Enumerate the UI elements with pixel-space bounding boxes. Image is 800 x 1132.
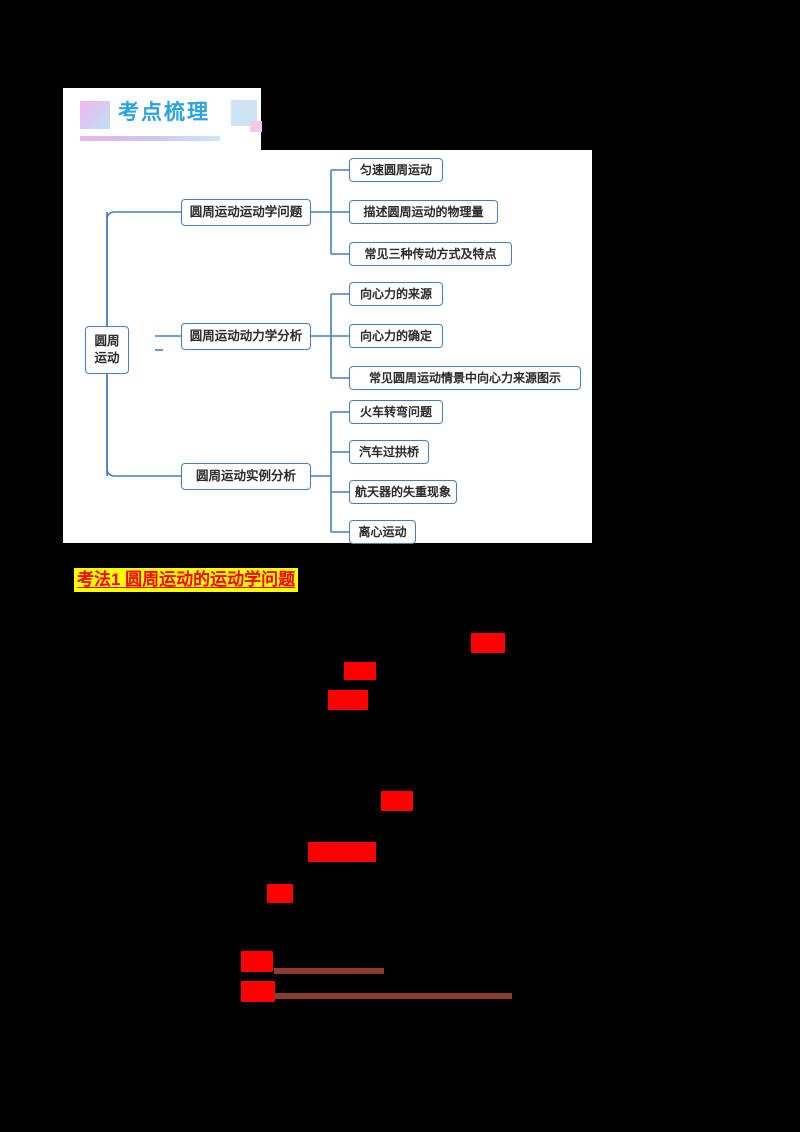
red-annotation-mark bbox=[471, 633, 505, 653]
mindmap-root-node[interactable]: 圆周 运动 bbox=[85, 326, 129, 374]
mindmap-leaf-label: 火车转弯问题 bbox=[359, 404, 432, 419]
mindmap-branch-label: 圆周运动运动学问题 bbox=[189, 204, 303, 219]
mindmap-leaf-label: 描述圆周运动的物理量 bbox=[363, 204, 484, 219]
mindmap-leaf-centripetal-diagrams[interactable]: 常见圆周运动情景中向心力来源图示 bbox=[349, 366, 581, 390]
mindmap-leaf-spacecraft-weightlessness[interactable]: 航天器的失重现象 bbox=[349, 480, 457, 504]
mindmap-leaf-label: 常见圆周运动情景中向心力来源图示 bbox=[368, 370, 561, 385]
mindmap-leaf-car-arch-bridge[interactable]: 汽车过拱桥 bbox=[349, 440, 429, 464]
mindmap-leaf-centripetal-source[interactable]: 向心力的来源 bbox=[349, 282, 443, 306]
decorative-blue-square-icon bbox=[231, 100, 262, 132]
mindmap-panel: 圆周 运动 圆周运动运动学问题 匀速圆周运动 描述圆周运动的物理量 常见三种传动… bbox=[63, 150, 592, 544]
redacted-content-area bbox=[0, 600, 800, 1070]
section-header-band: 考点梳理 bbox=[63, 88, 262, 150]
mindmap-root-label-line1: 圆周 bbox=[94, 334, 120, 349]
red-annotation-mark bbox=[381, 791, 413, 811]
mindmap-leaf-physical-quantities[interactable]: 描述圆周运动的物理量 bbox=[349, 200, 498, 224]
mindmap-leaf-three-transmissions[interactable]: 常见三种传动方式及特点 bbox=[349, 242, 512, 266]
mindmap-branch-label: 圆周运动实例分析 bbox=[195, 468, 296, 483]
red-annotation-mark bbox=[241, 951, 273, 972]
mindmap-leaf-label: 常见三种传动方式及特点 bbox=[364, 246, 497, 261]
mindmap-branch-dynamics[interactable]: 圆周运动动力学分析 bbox=[181, 323, 311, 350]
mindmap-leaf-label: 向心力的来源 bbox=[359, 286, 432, 301]
red-annotation-mark bbox=[241, 981, 275, 1002]
mindmap-leaf-label: 汽车过拱桥 bbox=[358, 444, 419, 459]
mindmap-root-label-line2: 运动 bbox=[94, 351, 120, 365]
mindmap-leaf-label: 离心运动 bbox=[358, 524, 407, 539]
mindmap-leaf-centrifugal-motion[interactable]: 离心运动 bbox=[349, 520, 416, 544]
mindmap-branch-examples[interactable]: 圆周运动实例分析 bbox=[181, 463, 311, 490]
red-annotation-mark bbox=[267, 884, 293, 903]
mindmap-leaf-label: 航天器的失重现象 bbox=[355, 484, 452, 499]
mindmap-leaf-label: 向心力的确定 bbox=[359, 328, 432, 343]
red-annotation-mark bbox=[344, 662, 376, 680]
mindmap-leaf-label: 匀速圆周运动 bbox=[359, 162, 432, 177]
mindmap-leaf-centripetal-determination[interactable]: 向心力的确定 bbox=[349, 324, 443, 348]
mindmap-connectors bbox=[106, 169, 349, 533]
dark-red-underline bbox=[274, 993, 512, 999]
mindmap-leaf-uniform-circular-motion[interactable]: 匀速圆周运动 bbox=[349, 158, 443, 182]
section-heading-kaofa-1: 考法1 圆周运动的运动学问题 bbox=[74, 568, 299, 592]
red-annotation-mark bbox=[308, 842, 376, 862]
page-title: 考点梳理 bbox=[118, 101, 210, 124]
mindmap-branch-kinematics[interactable]: 圆周运动运动学问题 bbox=[181, 199, 311, 226]
mindmap-branch-label: 圆周运动动力学分析 bbox=[189, 328, 303, 343]
dark-red-underline bbox=[274, 968, 384, 974]
red-annotation-mark bbox=[328, 690, 368, 710]
header-underline-bar bbox=[80, 136, 220, 141]
decorative-gradient-square-icon bbox=[80, 101, 110, 129]
mindmap-leaf-train-turning[interactable]: 火车转弯问题 bbox=[349, 400, 443, 424]
